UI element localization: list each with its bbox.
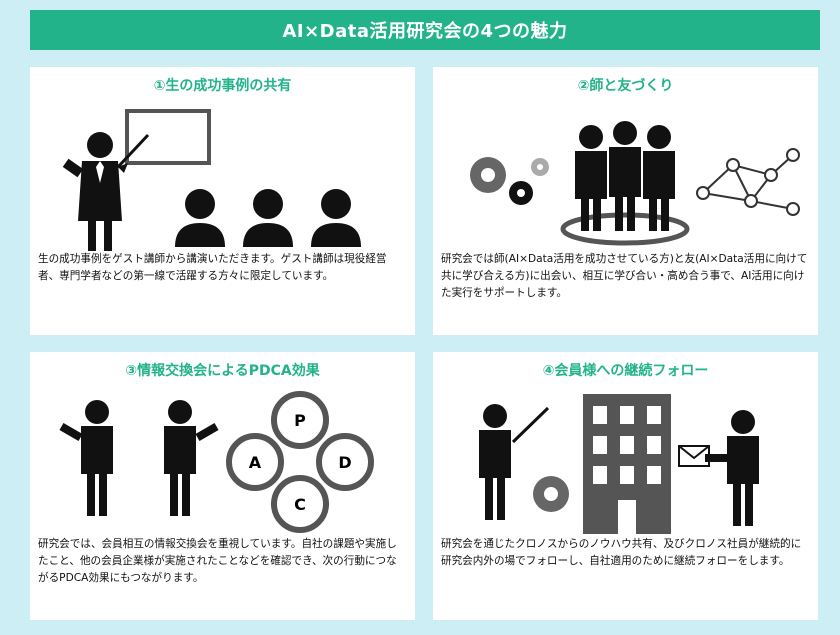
card-body: 研究会では、会員相互の情報交換会を重視しています。自社の課題や実施したこと、他の… [38, 538, 397, 584]
card-title: ③情報交換会によるPDCA効果 [125, 363, 320, 379]
lecture-illustration [62, 109, 361, 251]
team-illustration [470, 121, 800, 246]
card-body: 研究会では師(AI×Data活用を成功させている方)と友(AI×Data活用に向… [441, 253, 808, 299]
pdca-illustration: P A D C [59, 391, 374, 533]
building-icon [583, 394, 671, 534]
pdca-cycle-icon [226, 391, 374, 533]
card-title: ④会員様への継続フォロー [542, 363, 709, 379]
follow-illustration [479, 394, 759, 534]
card-title: ②師と友づくり [577, 78, 674, 94]
pointer-icon [116, 133, 150, 169]
sender-person-icon [705, 410, 759, 526]
page-banner: AI×Data活用研究会の4つの魅力 [30, 10, 820, 50]
pdca-d-label: D [338, 453, 351, 472]
pdca-a-label: A [249, 453, 262, 472]
three-people-icon [575, 121, 675, 231]
banner-title: AI×Data活用研究会の4つの魅力 [282, 21, 568, 42]
lecturer-icon [62, 132, 128, 251]
network-icon [696, 148, 800, 216]
card-pdca: ③情報交換会によるPDCA効果 P A D C 研究会では、会員相互の情報交換会… [30, 352, 415, 620]
card-mentors-friends: ②師と友づくり [433, 67, 818, 335]
card-body: 生の成功事例をゲスト講師から講演いただきます。ゲスト講師は現役経営者、専門学者な… [38, 253, 387, 282]
gear-icon [533, 476, 569, 512]
card-continuous-follow: ④会員様への継続フォロー [433, 352, 818, 620]
card-body: 研究会を通じたクロノスからのノウハウ共有、及びクロノス社員が継続的に研究会内外の… [441, 538, 802, 567]
platform-ring-icon [560, 212, 690, 246]
pdca-p-label: P [294, 411, 306, 430]
pdca-c-label: C [294, 495, 306, 514]
two-people-icon [59, 400, 219, 516]
gears-icon [470, 157, 549, 205]
presenter-icon [479, 404, 550, 520]
audience-icon [175, 189, 361, 247]
mail-icon [678, 445, 710, 467]
whiteboard-icon [125, 109, 211, 165]
card-title: ①生の成功事例の共有 [153, 78, 292, 94]
card-success-cases: ①生の成功事例の共有 生の成功事例をゲスト講師から講演いただきます。ゲスト講師は… [30, 67, 415, 335]
